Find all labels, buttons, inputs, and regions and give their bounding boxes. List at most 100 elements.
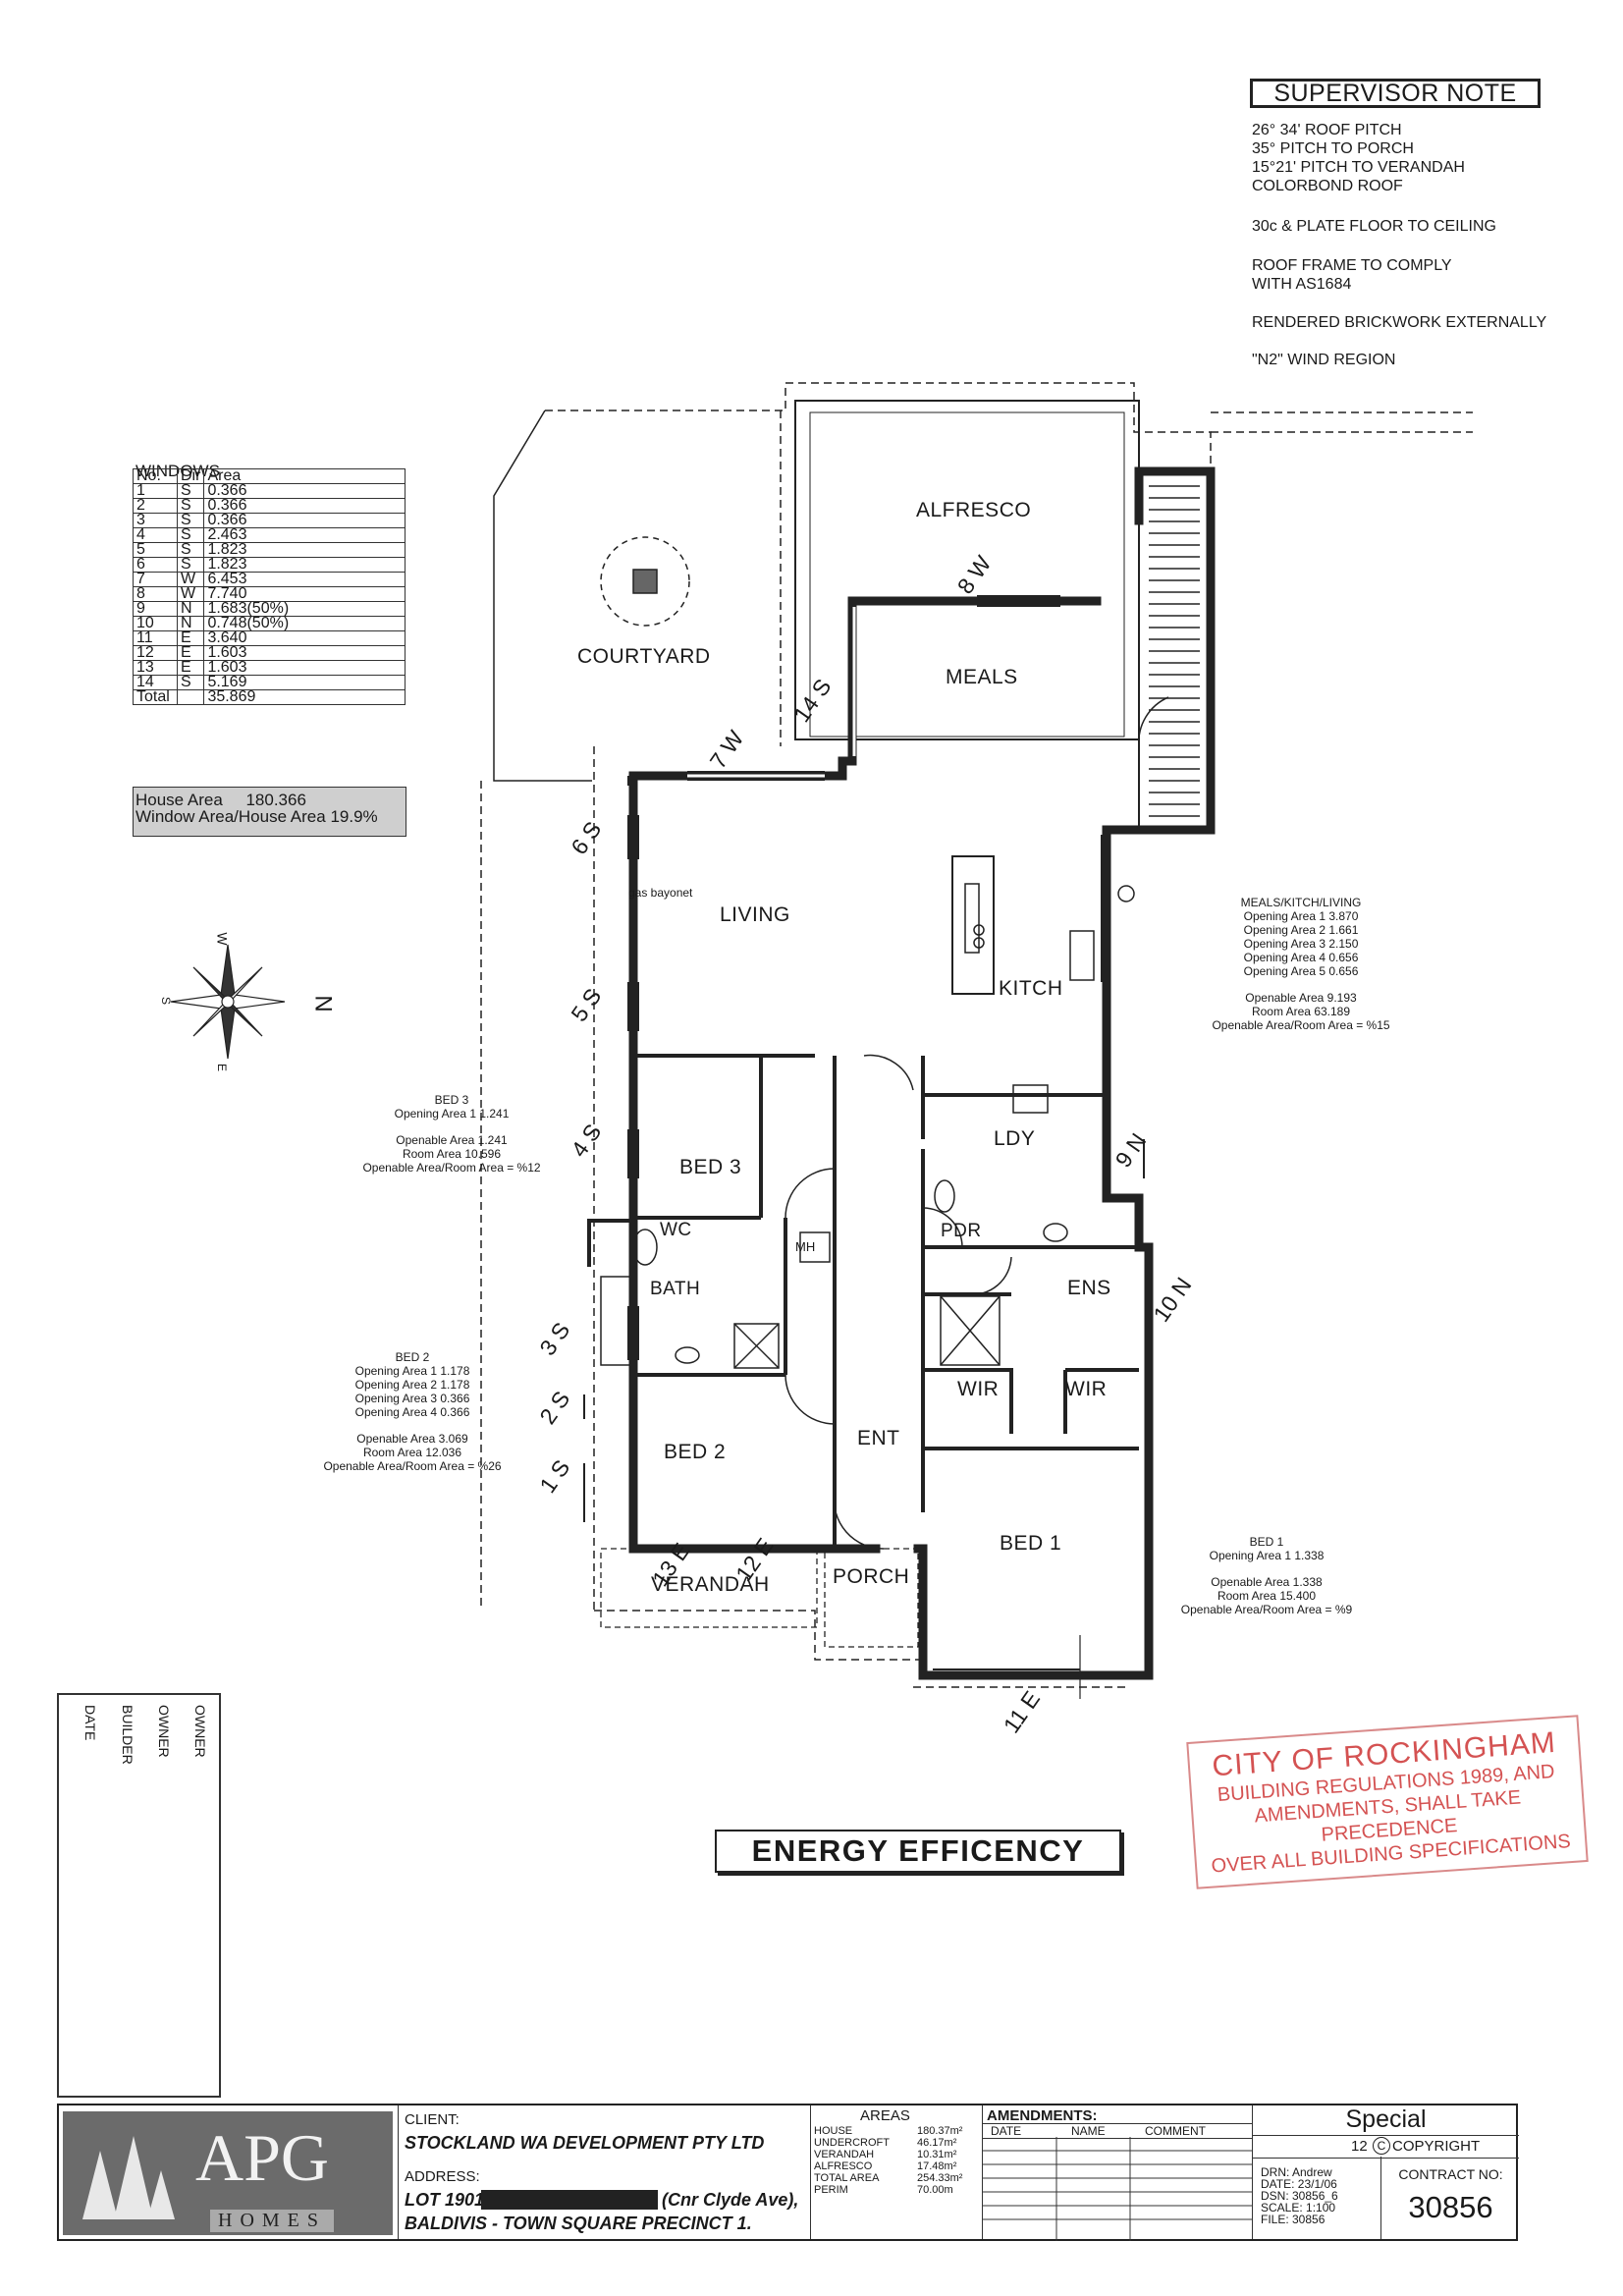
note-wind-region: "N2" WIND REGION <box>1252 352 1396 368</box>
note-roof-pitch: 26° 34' ROOF PITCH <box>1252 122 1402 138</box>
amendments-header: DATE NAME COMMENT <box>983 2123 1253 2139</box>
room-ens: ENS <box>1067 1277 1111 1299</box>
note-line: Opening Area 2 1.178 <box>354 1378 470 1392</box>
note-line: Opening Area 1 1.241 <box>394 1107 510 1121</box>
window-area: 1.683(50%) <box>203 601 406 617</box>
staircase <box>1138 470 1211 831</box>
room-bed2: BED 2 <box>664 1441 727 1463</box>
compass-rose <box>170 944 286 1060</box>
room-wir-1: WIR <box>957 1378 1000 1400</box>
council-stamp: CITY OF ROCKINGHAM BUILDING REGULATIONS … <box>1186 1715 1589 1889</box>
copyright-row: 12 C COPYRIGHT <box>1253 2135 1519 2159</box>
room-wir-2: WIR <box>1065 1378 1108 1400</box>
client-label: CLIENT: <box>405 2111 460 2128</box>
area-name: PERIM <box>814 2184 848 2196</box>
room-ent: ENT <box>857 1427 900 1449</box>
room-verandah: VERANDAH <box>651 1573 770 1596</box>
address-lot: LOT 1901 <box>405 2190 485 2210</box>
apg-logo: APG HOMES <box>63 2111 393 2235</box>
amendments-cell: AMENDMENTS: DATE NAME COMMENT <box>982 2105 1253 2241</box>
address-street: (Cnr Clyde Ave), <box>662 2190 799 2210</box>
compass-w: W <box>214 932 231 946</box>
note-line <box>1173 978 1429 991</box>
supervisor-note-title: SUPERVISOR NOTE <box>1250 79 1541 108</box>
copyright-label: COPYRIGHT <box>1392 2138 1481 2155</box>
drawing-info-cell: Special 12 C COPYRIGHT DRN: Andrew DATE:… <box>1252 2105 1520 2239</box>
note-line: Opening Area 1 1.338 <box>1209 1549 1325 1562</box>
contract-box: CONTRACT NO: 30856 <box>1380 2157 1520 2239</box>
note-brickwork: RENDERED BRICKWORK EXTERNALLY <box>1252 314 1547 331</box>
note-line: Openable Area 1.241 <box>396 1133 508 1147</box>
amend-name-header: NAME <box>1071 2124 1106 2138</box>
manhole-label: MH <box>795 1239 816 1254</box>
area-value: 180.37m² <box>917 2125 963 2137</box>
date-label: DATE <box>82 1705 98 1741</box>
windows-west <box>583 595 1145 1670</box>
house-area-label: House Area <box>135 791 223 809</box>
drawing-scale: SCALE: 1:100 <box>1261 2201 1336 2214</box>
note-line <box>295 1419 530 1432</box>
note-line: Openable Area/Room Area = %26 <box>323 1459 502 1473</box>
note-line: Openable Area 3.069 <box>356 1432 468 1446</box>
note-roof-frame: ROOF FRAME TO COMPLY <box>1252 257 1452 274</box>
window-no: 12 <box>133 645 178 661</box>
note-line: Opening Area 5 0.656 <box>1243 964 1359 978</box>
copyright-icon: C <box>1373 2137 1390 2155</box>
note-line: Opening Area 4 0.656 <box>1243 951 1359 964</box>
window-area-ratio: Window Area/House Area 19.9% <box>135 807 378 826</box>
client-cell: CLIENT: STOCKLAND WA DEVELOPMENT PTY LTD… <box>398 2105 810 2239</box>
room-meals: MEALS <box>946 666 1018 688</box>
note-verandah-pitch: 15°21' PITCH TO VERANDAH <box>1252 159 1465 176</box>
area-value: 46.17m² <box>917 2137 957 2149</box>
compass-e: E <box>215 1063 230 1072</box>
room-kitch: KITCH <box>999 977 1063 1000</box>
table-row: No. Dir Area <box>133 468 406 484</box>
house-area-value: 180.366 <box>245 791 306 809</box>
doors <box>784 696 1169 1550</box>
room-pdr: PDR <box>941 1221 982 1241</box>
note-line: Opening Area 2 1.661 <box>1243 923 1359 937</box>
room-wc: WC <box>660 1220 692 1240</box>
file-number: FILE: 30856 <box>1261 2213 1325 2226</box>
area-name: HOUSE <box>814 2125 853 2137</box>
note-line: Opening Area 1 1.178 <box>354 1364 470 1378</box>
note-line: BED 2 <box>395 1350 430 1364</box>
area-name: TOTAL AREA <box>814 2172 880 2184</box>
window-no: Total <box>133 689 178 705</box>
note-line <box>329 1121 574 1133</box>
owner-signoff-box: OWNER OWNER BUILDER DATE <box>57 1693 221 2098</box>
energy-efficiency-label: ENERGY EFFICENCY <box>715 1830 1121 1873</box>
contract-label: CONTRACT NO: <box>1398 2166 1503 2182</box>
courtyard-outline <box>493 410 592 782</box>
amendments-grid <box>983 2137 1253 2241</box>
note-line: MEALS/KITCH/LIVING <box>1240 896 1362 909</box>
room-bed3: BED 3 <box>679 1156 742 1178</box>
note-line: Opening Area 3 2.150 <box>1243 937 1359 951</box>
room-living: LIVING <box>720 903 790 926</box>
note-line: Room Area 12.036 <box>362 1446 462 1459</box>
amend-comment-header: COMMENT <box>1145 2124 1206 2138</box>
drawn-by: DRN: Andrew <box>1261 2165 1332 2179</box>
owner-label-1: OWNER <box>192 1705 208 1758</box>
builder-label: BUILDER <box>120 1705 135 1765</box>
design-number: DSN: 30856_6 <box>1261 2189 1338 2203</box>
note-line: Room Area 63.189 <box>1251 1005 1351 1018</box>
